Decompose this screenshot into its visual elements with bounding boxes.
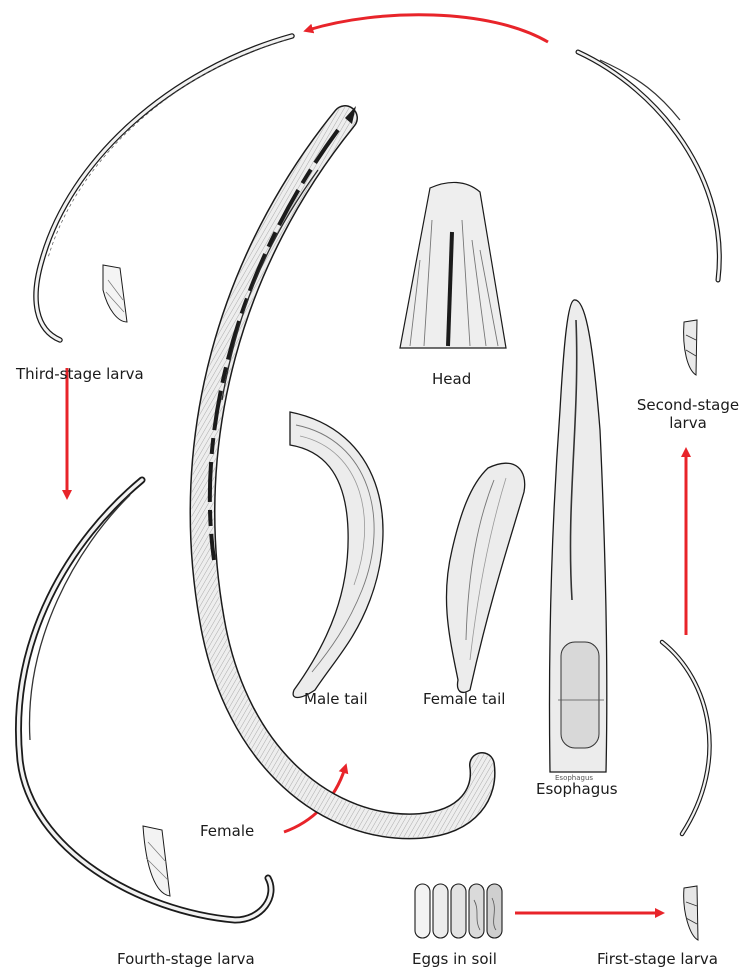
fourth-stage-larva-label: Fourth-stage larva (117, 950, 255, 968)
female-label: Female (200, 822, 254, 840)
eggs-drawing (415, 884, 502, 938)
eggs-in-soil-label: Eggs in soil (412, 950, 497, 968)
first-stage-larva-drawing (662, 642, 710, 940)
esophagus-label: Esophagus (536, 780, 618, 798)
second-stage-label-line2: larva (628, 414, 747, 432)
esophagus-drawing (549, 300, 606, 772)
head-label: Head (432, 370, 471, 388)
second-stage-label-line1: Second-stage (628, 396, 747, 414)
second-stage-larva-drawing (578, 52, 719, 375)
second-stage-larva-label: Second-stage larva (628, 396, 747, 432)
female-tail-label: Female tail (423, 690, 505, 708)
third-stage-larva-label: Third-stage larva (16, 365, 144, 383)
female-tail-drawing (446, 463, 524, 692)
first-stage-larva-label: First-stage larva (597, 950, 718, 968)
head-drawing (400, 182, 506, 348)
male-tail-label: Male tail (304, 690, 368, 708)
arrow-second-to-third (308, 15, 548, 42)
male-tail-drawing (290, 412, 383, 698)
